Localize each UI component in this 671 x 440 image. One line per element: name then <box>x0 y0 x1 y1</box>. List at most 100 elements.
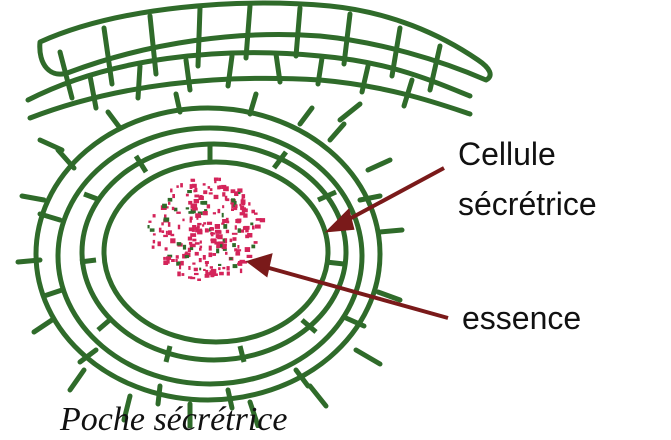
essence-droplet <box>238 192 240 194</box>
essence-droplet <box>213 212 216 214</box>
essence-droplet <box>219 178 222 181</box>
essence-droplet <box>223 224 227 229</box>
essence-droplet <box>214 195 219 199</box>
essence-droplet <box>231 189 236 193</box>
essence-droplet <box>252 226 255 230</box>
essence-droplet <box>256 218 262 221</box>
essence-droplet <box>199 268 201 271</box>
essence-droplet <box>190 218 192 223</box>
essence-droplet <box>209 192 213 194</box>
essence-droplet <box>180 183 183 187</box>
essence-droplet <box>176 212 181 214</box>
essence-droplet <box>203 190 207 194</box>
essence-droplet <box>179 265 181 270</box>
essence-droplet <box>194 273 199 275</box>
essence-droplet <box>210 188 213 191</box>
essence-droplet <box>170 238 175 243</box>
essence-droplet <box>185 255 189 258</box>
essence-droplet <box>196 195 199 197</box>
essence-droplet <box>213 273 218 276</box>
essence-droplet <box>202 224 204 227</box>
essence-droplet <box>182 273 185 276</box>
essence-droplet <box>220 244 223 247</box>
essence-droplet <box>177 272 181 277</box>
essence-droplet <box>190 277 195 279</box>
essence-droplet <box>241 207 246 210</box>
essence-droplet <box>208 186 211 189</box>
essence-droplet <box>219 185 221 189</box>
essence-droplet <box>216 230 222 234</box>
essence-droplet <box>210 227 214 231</box>
essence-droplet <box>192 263 195 265</box>
essence-droplet <box>199 248 202 251</box>
essence-droplet <box>164 214 167 217</box>
essence-droplet <box>238 228 241 233</box>
essence-droplet <box>153 214 156 217</box>
essence-droplet <box>188 237 192 241</box>
essence-droplet <box>214 179 216 183</box>
essence-droplet <box>209 246 212 251</box>
essence-droplet <box>182 219 184 222</box>
essence-droplet <box>231 198 235 201</box>
essence-droplet <box>171 234 175 236</box>
essence-droplet <box>207 222 212 225</box>
essence-droplet <box>148 221 151 223</box>
essence-droplet <box>225 252 228 255</box>
essence-droplet <box>195 252 199 256</box>
essence-droplet <box>232 243 236 247</box>
essence-droplet <box>162 204 167 209</box>
essence-droplet <box>210 266 213 269</box>
essence-droplet <box>233 237 237 241</box>
essence-droplet <box>255 225 261 229</box>
essence-droplet <box>159 228 162 233</box>
essence-droplet <box>197 223 201 225</box>
essence-droplet <box>232 233 238 235</box>
essence-droplet <box>176 255 179 259</box>
essence-droplet <box>237 245 239 249</box>
essence-droplet <box>199 230 201 233</box>
essence-droplet <box>203 255 206 260</box>
essence-droplet <box>168 222 171 227</box>
essence-droplet <box>190 184 193 189</box>
essence-droplet <box>200 246 203 249</box>
essence-droplet <box>236 249 241 251</box>
essence-droplet <box>200 241 202 244</box>
essence-droplet <box>162 230 165 233</box>
essence-droplet <box>192 239 196 242</box>
essence-droplet <box>190 244 196 248</box>
essence-droplet <box>163 235 168 237</box>
essence-droplet <box>240 269 242 274</box>
essence-droplet <box>193 190 195 193</box>
essence-droplet <box>150 228 155 231</box>
essence-droplet <box>199 258 202 262</box>
essence-droplet <box>226 230 229 234</box>
essence-droplet <box>166 231 168 235</box>
essence-droplet <box>175 259 177 262</box>
essence-droplet <box>215 224 220 229</box>
figure-caption: Poche sécrétrice <box>60 400 288 440</box>
essence-droplet <box>186 194 189 197</box>
essence-droplet <box>148 225 150 228</box>
essence-droplet <box>153 240 155 244</box>
essence-droplet <box>194 199 200 203</box>
essence-droplet <box>223 186 229 191</box>
essence-droplet <box>251 210 255 214</box>
essence-droplet <box>174 208 178 212</box>
essence-droplet <box>245 229 249 233</box>
essence-droplet <box>163 257 166 260</box>
label-cellule: Cellule <box>458 136 556 172</box>
essence-droplet <box>235 252 240 256</box>
essence-droplet <box>209 253 213 258</box>
essence-droplet <box>254 241 258 244</box>
essence-droplet <box>211 232 214 236</box>
essence-droplet <box>218 209 221 213</box>
epidermis-layer <box>28 3 490 118</box>
essence-droplet <box>188 211 194 214</box>
essence-droplet <box>176 185 178 188</box>
essence-droplet <box>237 219 242 223</box>
essence-droplet <box>164 218 170 222</box>
essence-droplet <box>222 267 225 269</box>
essence-droplet <box>226 221 229 224</box>
essence-droplet <box>178 225 180 230</box>
essence-droplet <box>172 207 175 210</box>
